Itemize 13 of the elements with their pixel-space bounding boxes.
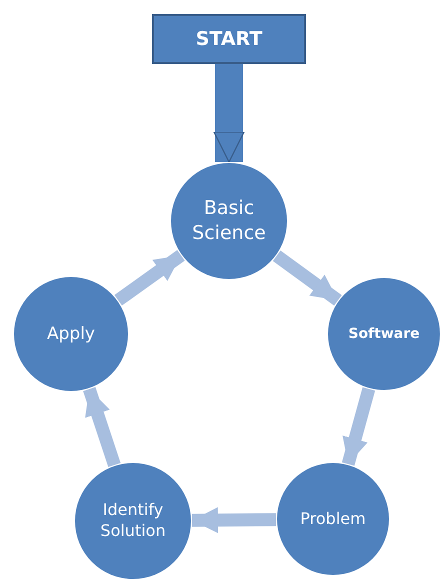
arrow bbox=[342, 387, 376, 466]
node-label: START bbox=[196, 26, 262, 52]
arrow bbox=[83, 387, 121, 468]
node-label: Identify Solution bbox=[99, 500, 167, 542]
arrow bbox=[272, 250, 342, 306]
node-label: Problem bbox=[300, 508, 366, 530]
node-label: Basic Science bbox=[191, 196, 267, 246]
node-label: Apply bbox=[47, 322, 95, 346]
arrow bbox=[192, 507, 276, 534]
start-box bbox=[152, 14, 306, 64]
node-label: Software bbox=[348, 324, 420, 344]
arrow bbox=[114, 250, 185, 306]
arrow bbox=[213, 64, 245, 163]
